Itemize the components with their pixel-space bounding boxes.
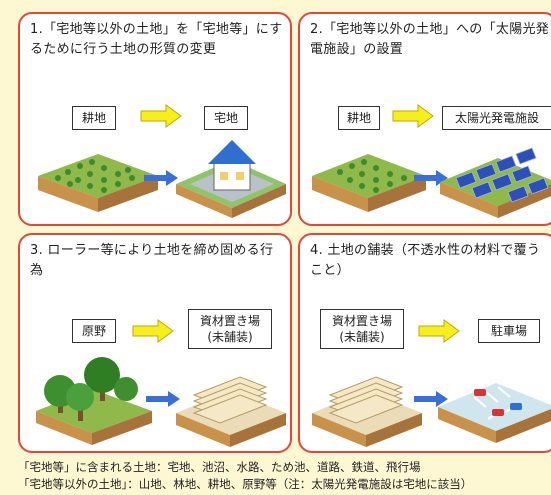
- farmland-icon: [38, 154, 158, 212]
- panel-4: 4. 土地の舗装（不透水性の材料で覆うこと） 資材置き場 (未舗装) 駐車場: [298, 233, 551, 453]
- yellow-arrow-icon: [132, 319, 174, 343]
- blue-arrow-icon: [414, 391, 448, 407]
- panel-3: 3. ローラー等により土地を締め固める行為 原野 資材置き場 (未舗装): [18, 233, 292, 453]
- panel-2-from-label: 耕地: [338, 106, 380, 130]
- panel-4-title: 4. 土地の舗装（不透水性の材料で覆うこと）: [310, 243, 541, 278]
- blue-arrow-icon: [146, 391, 180, 407]
- panel-1-title: 1.「宅地等以外の土地」を「宅地等」にするために行う土地の形質の変更: [30, 22, 283, 57]
- solar-panel-icon: [440, 147, 551, 218]
- panel-2-to-label: 太陽光発電施設: [442, 106, 551, 130]
- forest-icon: [36, 357, 152, 445]
- yellow-arrow-icon: [140, 104, 182, 128]
- yellow-arrow-icon: [418, 319, 460, 343]
- panel-4-from-label: 資材置き場 (未舗装): [320, 309, 404, 349]
- footnote-line-2: 「宅地等以外の土地」：山地、林地、耕地、原野等（注：太陽光発電施設は宅地に該当）: [18, 477, 473, 491]
- panel-3-to-label: 資材置き場 (未舗装): [188, 309, 272, 349]
- blue-arrow-icon: [144, 170, 178, 186]
- panel-3-title: 3. ローラー等により土地を締め固める行為: [30, 243, 274, 278]
- footnote-line-1: 「宅地等」に含まれる土地：宅地、池沼、水路、ため池、道路、鉄道、飛行場: [18, 460, 421, 474]
- stacked-lumber-icon: [176, 376, 286, 447]
- panel-1-from-label: 耕地: [72, 106, 116, 130]
- blue-arrow-icon: [414, 170, 448, 186]
- panel-3-from-label: 原野: [72, 319, 116, 343]
- panel-1-to-label: 宅地: [204, 106, 248, 130]
- stacked-lumber-icon: [312, 376, 422, 447]
- parking-lot-icon: [438, 381, 551, 443]
- panel-2-title: 2.「宅地等以外の土地」への「太陽光発電施設」の設置: [310, 22, 550, 57]
- panel-4-to-label: 駐車場: [478, 319, 540, 343]
- panel-2: 2.「宅地等以外の土地」への「太陽光発電施設」の設置 耕地 太陽光発電施設: [298, 12, 551, 226]
- panel-1: 1.「宅地等以外の土地」を「宅地等」にするために行う土地の形質の変更 耕地 宅地: [18, 12, 292, 226]
- house-icon: [176, 140, 286, 218]
- farmland-icon: [312, 154, 426, 212]
- yellow-arrow-icon: [392, 104, 434, 128]
- top-strip: [0, 0, 551, 8]
